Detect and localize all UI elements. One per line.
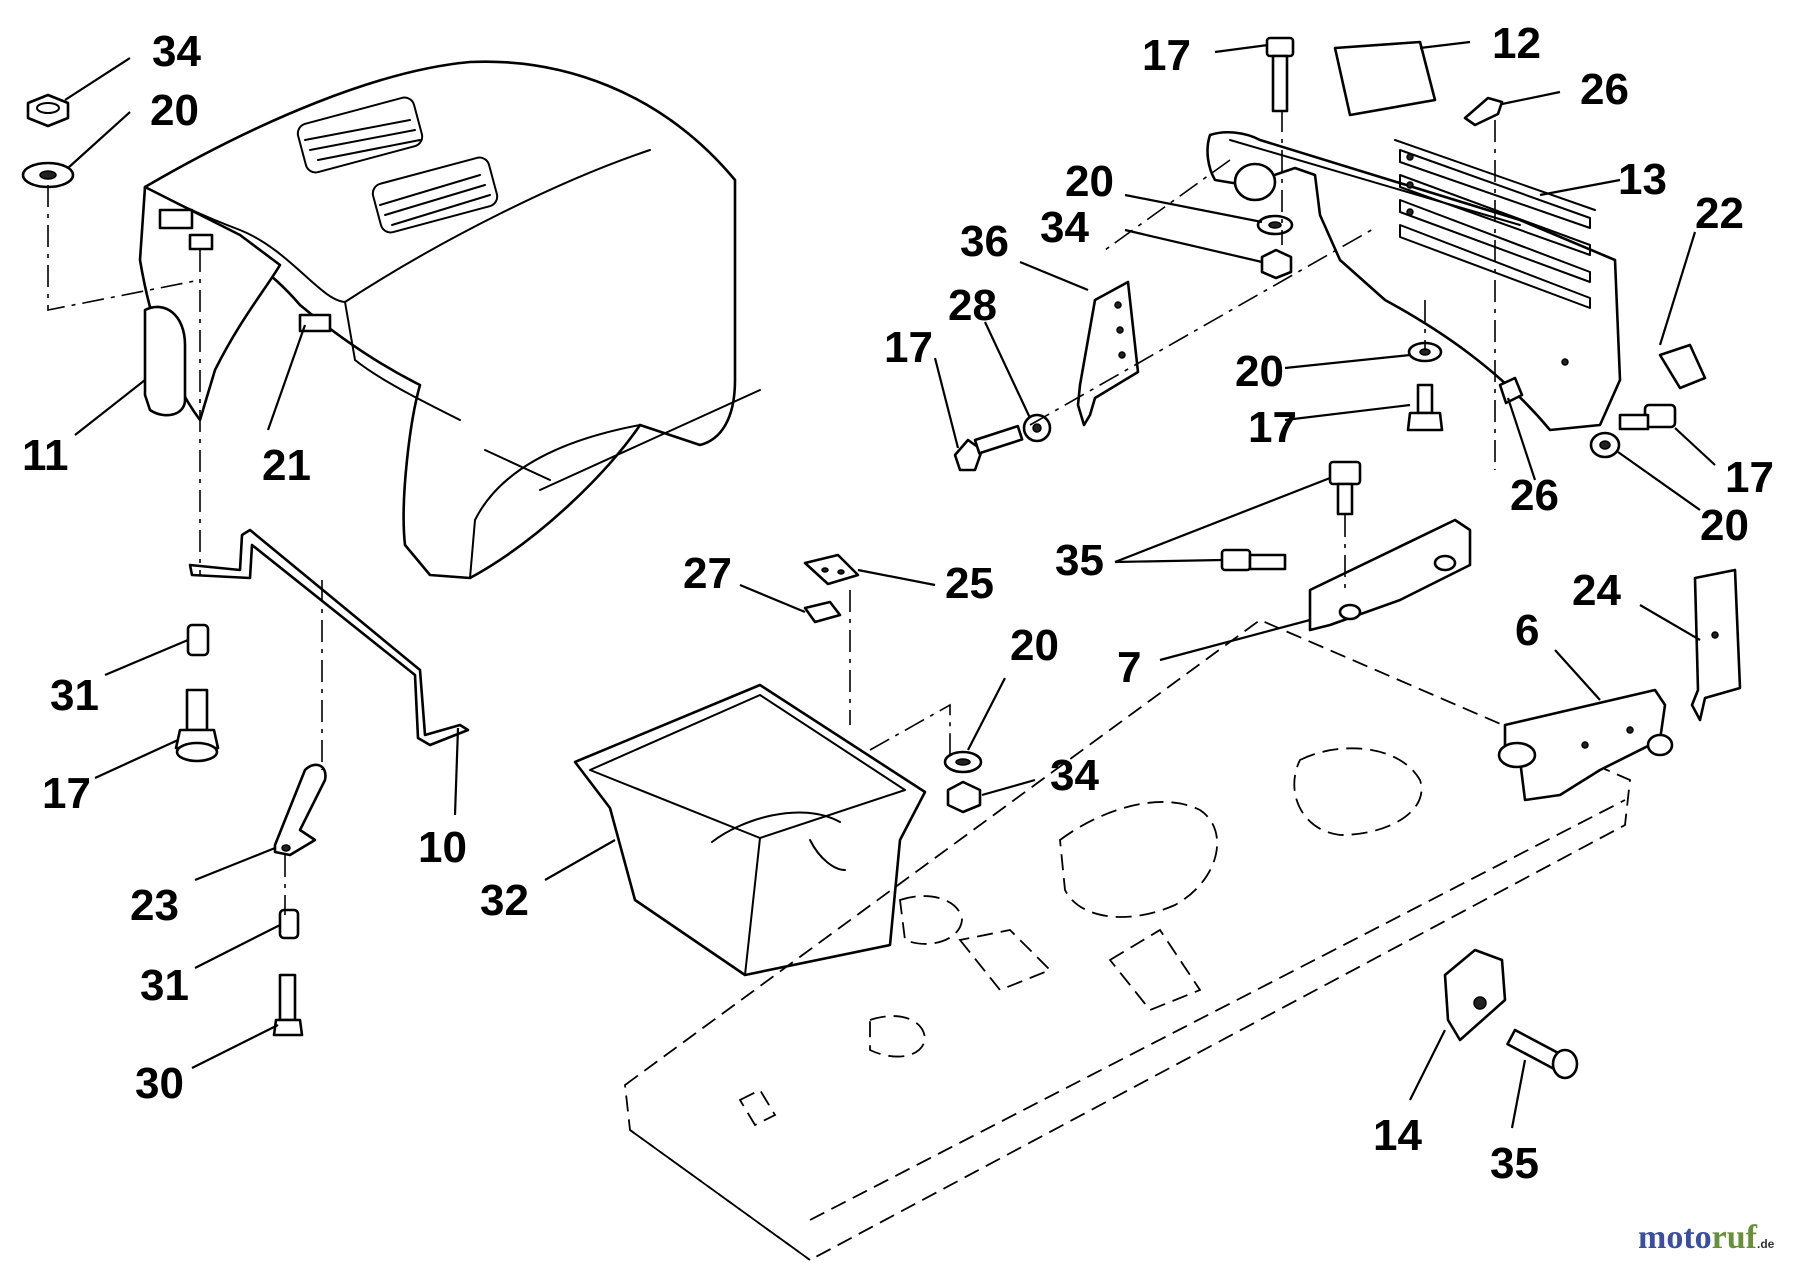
- callouts: 34 20 11 21 10 31 17 23 31 30 27 25 20 3…: [22, 19, 1774, 1188]
- assembly-lines: [47, 110, 1496, 915]
- callout-26: 26: [1510, 471, 1559, 520]
- callout-36: 36: [960, 217, 1009, 266]
- callout-20: 20: [1235, 347, 1284, 396]
- callout-7: 7: [1117, 643, 1141, 692]
- callout-17: 17: [1725, 453, 1774, 502]
- part-32-battery-tray: [573, 683, 927, 977]
- part-17-bolt-lower: [1406, 383, 1444, 432]
- part-28-star-washer: [1022, 413, 1052, 443]
- callout-30: 30: [135, 1059, 184, 1108]
- callout-34: 34: [1050, 751, 1099, 800]
- part-20-washer-mid: [943, 750, 983, 774]
- callout-35: 35: [1490, 1139, 1539, 1188]
- part-34-nut-right: [1260, 248, 1293, 280]
- part-31-spacer-lower: [278, 908, 300, 940]
- callout-34: 34: [152, 27, 201, 76]
- callout-17: 17: [884, 323, 933, 372]
- watermark-logo: motoruf.de: [1638, 1219, 1775, 1256]
- callout-6: 6: [1515, 606, 1539, 655]
- callout-17: 17: [1248, 403, 1297, 452]
- part-35-bolt-low: [1506, 1028, 1579, 1080]
- part-22-plate: [1658, 343, 1707, 390]
- part-17-bolt-left: [174, 688, 220, 763]
- callout-20: 20: [150, 86, 199, 135]
- part-31-spacer-upper: [186, 623, 210, 657]
- callout-23: 23: [130, 881, 179, 930]
- part-20-washer-top: [21, 161, 75, 189]
- callout-14: 14: [1373, 1111, 1422, 1160]
- callout-10: 10: [418, 823, 467, 872]
- part-27-clip: [803, 600, 842, 624]
- callout-24: 24: [1572, 566, 1621, 615]
- part-20-washer-far: [1589, 431, 1621, 459]
- part-30-bolt: [272, 973, 304, 1037]
- svg-text:motoruf.de: motoruf.de: [1638, 1219, 1775, 1256]
- part-34-nut-mid: [946, 780, 982, 814]
- leader-lines: [64, 40, 1716, 1129]
- part-20-washer-right: [1256, 214, 1294, 236]
- callout-31: 31: [50, 671, 99, 720]
- callout-12: 12: [1492, 19, 1541, 68]
- part-17-bolt-far: [1618, 403, 1677, 431]
- callout-22: 22: [1695, 189, 1744, 238]
- part-17-bolt-mid: [953, 424, 1024, 472]
- part-35-bolt-top: [1328, 460, 1362, 516]
- callout-20: 20: [1700, 501, 1749, 550]
- hood: [138, 60, 761, 580]
- callout-31: 31: [140, 961, 189, 1010]
- part-24-plate: [1690, 568, 1742, 722]
- part-26-clip-lower: [1498, 376, 1524, 405]
- callout-26: 26: [1580, 65, 1629, 114]
- callout-32: 32: [480, 876, 529, 925]
- callout-25: 25: [945, 559, 994, 608]
- part-25-clip: [803, 553, 860, 586]
- callout-28: 28: [948, 281, 997, 330]
- part-6-bracket: [1497, 688, 1674, 802]
- grille-slats: [1399, 149, 1591, 309]
- part-26-clip-top: [1463, 96, 1504, 127]
- watermark-ruf: ruf: [1712, 1219, 1758, 1256]
- frame-chassis: [624, 618, 1631, 1262]
- callout-17: 17: [1142, 31, 1191, 80]
- part-34-nut-top: [26, 93, 70, 128]
- part-14-clamp: [1443, 948, 1507, 1042]
- callout-21: 21: [262, 441, 311, 490]
- part-12-plate: [1333, 40, 1437, 117]
- watermark-de: .de: [1757, 1237, 1775, 1251]
- part-35-bolt-side: [1220, 548, 1287, 572]
- part-7-bracket: [1308, 518, 1472, 632]
- part-36-bracket: [1076, 280, 1140, 427]
- part-11-pad: [143, 305, 187, 417]
- callout-27: 27: [683, 549, 732, 598]
- callout-17: 17: [42, 769, 91, 818]
- callout-11: 11: [22, 431, 69, 480]
- part-17-bolt-top: [1265, 36, 1295, 113]
- callout-34: 34: [1040, 203, 1089, 252]
- callout-20: 20: [1065, 157, 1114, 206]
- callout-13: 13: [1618, 155, 1667, 204]
- part-10-hood-rod: [188, 528, 470, 747]
- hood-vent-slots: [296, 96, 499, 234]
- callout-20: 20: [1010, 621, 1059, 670]
- watermark-moto: moto: [1638, 1219, 1712, 1256]
- callout-35: 35: [1055, 536, 1104, 585]
- part-23-bracket: [273, 763, 327, 857]
